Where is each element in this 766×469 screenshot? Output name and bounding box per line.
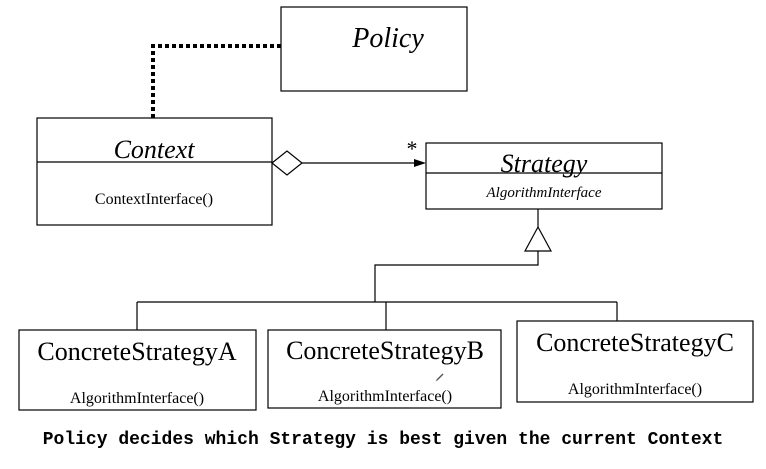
caption-text-2: is best given the current: [355, 430, 648, 450]
concrete-strategy-a-class: ConcreteStrategyA AlgorithmInterface(): [18, 329, 257, 411]
pencil-icon: [435, 373, 444, 382]
strategy-class: Strategy AlgorithmInterface: [425, 142, 663, 210]
inheritance-link: [136, 209, 618, 330]
policy-class-name: Policy: [351, 23, 424, 54]
policy-context-dotted-link: [151, 44, 281, 118]
inheritance-triangle: [523, 225, 553, 252]
policy-class: Policy: [280, 6, 468, 92]
context-operation: ContextInterface(): [95, 191, 213, 208]
caption-text-1: decides which: [107, 430, 270, 450]
aggregation-arrowhead: [414, 159, 426, 167]
concrete-strategy-c-class: ConcreteStrategyC AlgorithmInterface(): [516, 320, 754, 403]
strategy-operation: AlgorithmInterface: [486, 185, 602, 201]
strategy-class-name: Strategy: [501, 149, 588, 178]
caption-policy: Policy: [42, 430, 108, 450]
concrete-strategy-b-class: ConcreteStrategyB AlgorithmInterface(): [267, 329, 502, 409]
aggregation-diamond: [271, 150, 303, 176]
caption-strategy: Strategy: [269, 430, 356, 450]
concrete-strategy-b-name: ConcreteStrategyB: [286, 336, 484, 365]
concrete-strategy-c-operation: AlgorithmInterface(): [568, 381, 702, 398]
context-class-name: Context: [114, 135, 196, 164]
caption-context: Context: [647, 430, 724, 450]
concrete-strategy-a-name: ConcreteStrategyA: [37, 337, 236, 366]
diagram-caption: Policy decides which Strategy is best gi…: [0, 430, 766, 450]
context-class: Context ContextInterface(): [36, 117, 273, 226]
concrete-strategy-c-name: ConcreteStrategyC: [536, 328, 734, 357]
concrete-strategy-b-operation: AlgorithmInterface(): [318, 388, 452, 405]
aggregation-multiplicity: *: [407, 136, 418, 161]
aggregation-link: *: [271, 136, 426, 176]
concrete-strategy-a-operation: AlgorithmInterface(): [70, 390, 204, 407]
